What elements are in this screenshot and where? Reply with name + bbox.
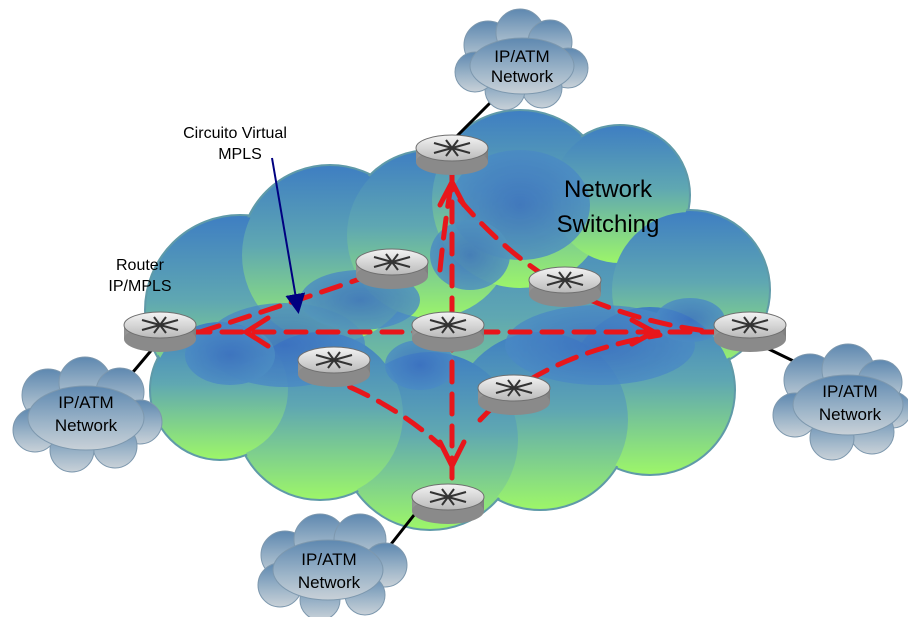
arrowhead-right [629,317,657,347]
vc-label-line2: MPLS [218,146,262,163]
router-edge-top[interactable] [415,134,489,175]
arrowhead-down [437,439,467,469]
arrowhead-up [437,179,467,208]
cloud-top-label-2: Network [491,67,554,86]
routers [123,134,787,524]
router-core-lower-left[interactable] [297,346,371,387]
router-core-center[interactable] [411,311,485,352]
arrowhead-left [243,315,271,349]
vc-right-upper [587,297,718,335]
vc-arrowheads [243,179,657,469]
cloud-left: IP/ATM Network [12,356,163,473]
router-core-lower-right[interactable] [477,374,551,415]
cloud-right-label-2: Network [819,405,882,424]
cloud-bottom-label-1: IP/ATM [301,550,356,569]
cloud-bottom-label-2: Network [298,573,361,592]
router-core-upper-left[interactable] [355,248,429,289]
cloud-left-label-1: IP/ATM [58,393,113,412]
vc-annotation-arrow [271,157,306,314]
cloud-left-label-2: Network [55,416,118,435]
core-label-line2: Switching [557,211,660,238]
cloud-bottom: IP/ATM Network [257,513,408,617]
router-core-upper-right[interactable] [528,266,602,307]
router-edge-bottom[interactable] [411,483,485,524]
router-edge-right[interactable] [713,311,787,352]
core-label-line1: Network [564,176,653,203]
router-label-line1: Router [116,257,165,274]
router-label-line2: IP/MPLS [108,278,171,295]
cloud-right-label-1: IP/ATM [822,382,877,401]
cloud-right: IP/ATM Network [772,343,908,461]
router-edge-left[interactable] [123,311,197,352]
cloud-top-label-1: IP/ATM [494,47,549,66]
cloud-top: IP/ATM Network [454,8,589,111]
vc-label-line1: Circuito Virtual [183,125,287,142]
